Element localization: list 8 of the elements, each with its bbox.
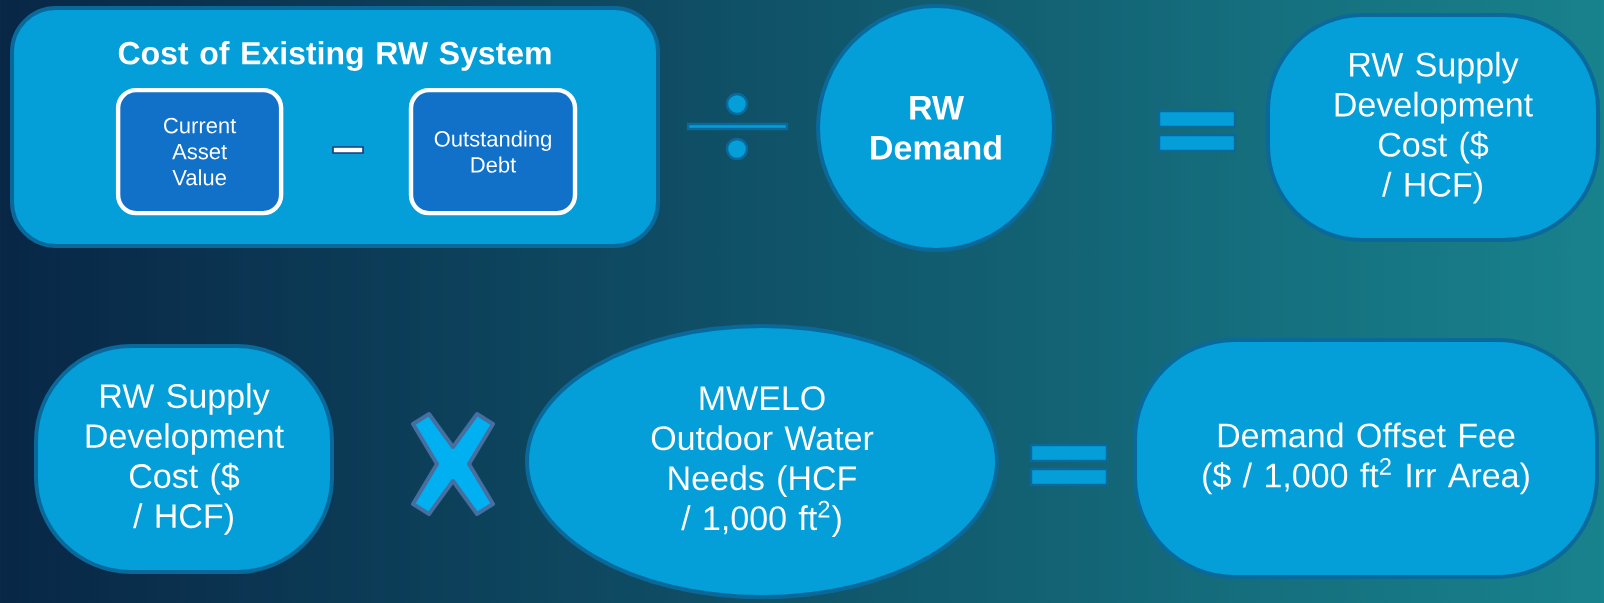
value-box: Current Asset Value: [115, 87, 284, 216]
value-box: Outstanding Debt: [408, 87, 578, 216]
term-oval: RW Demand: [816, 4, 1056, 252]
term-oval: MWELO Outdoor Water Needs (HCF / 1,000 ft$^{2}$): [525, 324, 999, 600]
term-box: Demand Offset Fee ($ / 1,000 ft$^{2}$ Irr Area): [1133, 337, 1599, 579]
multiplication-sign: [411, 412, 495, 516]
term-box: RW Supply Development Cost ($ / HCF): [1266, 13, 1600, 243]
term-box: RW Supply Development Cost ($ / HCF): [34, 344, 334, 574]
